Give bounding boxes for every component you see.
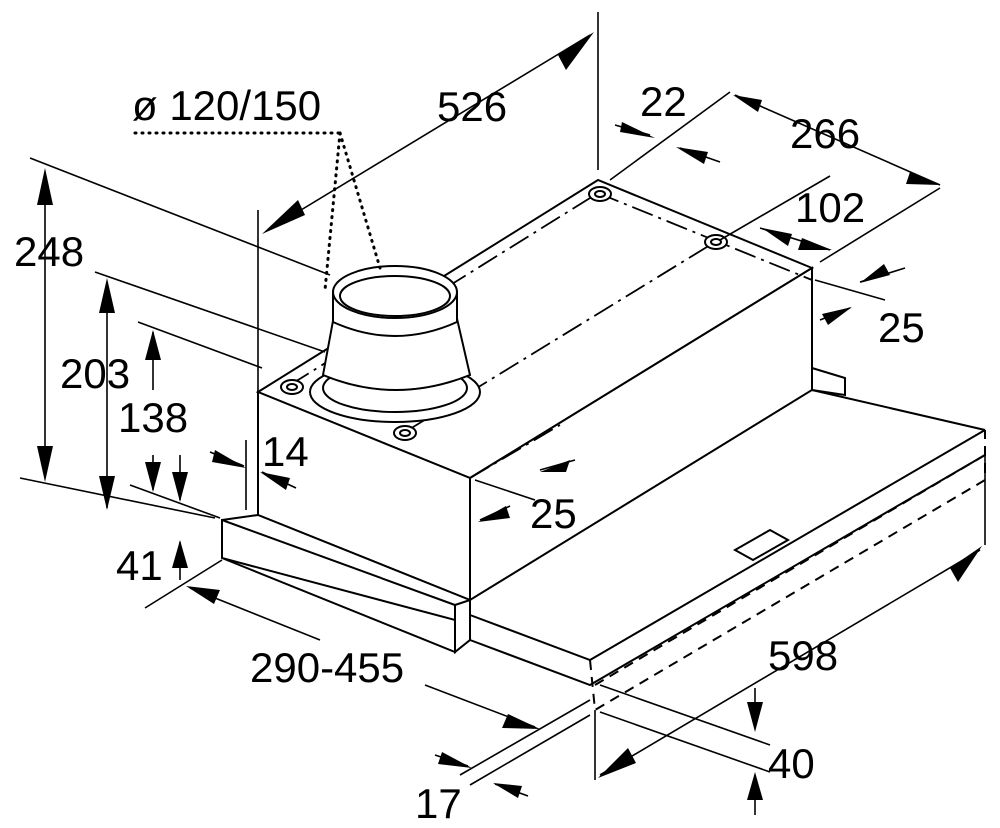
- label-138: 138: [118, 394, 188, 441]
- label-14: 14: [262, 428, 309, 475]
- mounting-hole-1: [588, 186, 612, 202]
- label-diameter: ø 120/150: [132, 82, 321, 129]
- label-203: 203: [60, 350, 130, 397]
- dimension-lines: [19, 12, 986, 815]
- label-266: 266: [790, 110, 860, 157]
- label-40: 40: [768, 740, 815, 787]
- center-lines: [289, 192, 813, 479]
- control-panel: [732, 528, 791, 562]
- label-290-455: 290-455: [250, 644, 404, 691]
- dimension-labels: ø 120/150 526 22 266 102 25 248 203 138 …: [14, 78, 925, 827]
- label-248: 248: [14, 228, 84, 275]
- rear-bracket: [811, 366, 846, 397]
- label-25-mid: 25: [530, 490, 577, 537]
- sliding-visor: [221, 389, 986, 712]
- mounting-hole-3: [280, 379, 304, 395]
- label-526: 526: [437, 83, 507, 130]
- label-598: 598: [768, 632, 838, 679]
- label-22: 22: [640, 78, 687, 125]
- visor-end: [454, 598, 471, 655]
- label-41: 41: [116, 542, 163, 589]
- mounting-holes: [280, 186, 728, 441]
- exhaust-spigot: [309, 265, 481, 423]
- spigot-opening: [332, 265, 458, 319]
- label-17: 17: [415, 780, 462, 827]
- label-102: 102: [795, 184, 865, 231]
- label-25-top: 25: [878, 304, 925, 351]
- mounting-hole-4: [393, 425, 417, 441]
